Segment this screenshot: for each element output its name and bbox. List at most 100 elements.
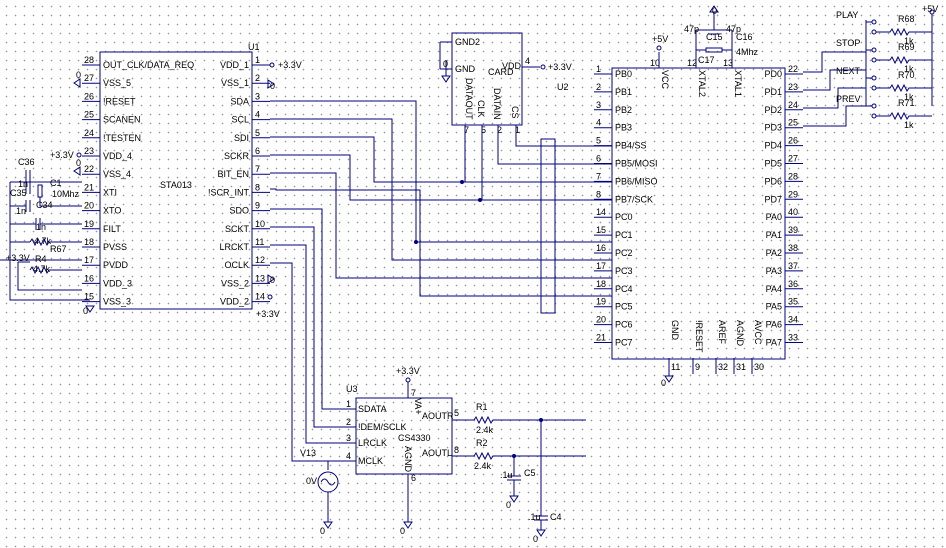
u3-gnd-label: 0 (400, 526, 405, 536)
r2-ref: R2 (476, 438, 488, 448)
u1-pin-13-name: VSS_2 (221, 278, 249, 288)
u2-pin-vdd: VDD (502, 61, 522, 71)
button-label-1: STOP (836, 38, 860, 48)
junction-sckr (478, 198, 482, 202)
u2-pin-clk: CLK (476, 100, 486, 118)
u1-pin-23-name: VDD_4 (103, 151, 132, 161)
button-vcc-rail: +5V (922, 4, 938, 14)
r67-resistor (29, 237, 82, 247)
wire-xto (39, 197, 82, 207)
u1-gnd-symbol (85, 305, 95, 313)
mcu-pin-34-num: 34 (788, 315, 798, 325)
wire-datain (497, 140, 612, 165)
u1-pin-4-num: 4 (255, 110, 260, 120)
wires: 0 V13 0V R1 2.4k R2 2.4k 0 .1u C5 0 .1u … (0, 4, 938, 544)
vdd2-rail: +3.3V (256, 309, 280, 319)
u2-pin-vdd-num: 4 (525, 56, 530, 66)
mcu-pin-8-num: 8 (596, 189, 601, 199)
u1-pin-1-name: VDD_1 (220, 60, 249, 70)
u1-pin-28-num: 28 (84, 55, 94, 65)
mcu-pin-27-name: PD5 (764, 159, 782, 169)
button-contact-b-3 (871, 113, 877, 119)
button-resistor-0 (876, 27, 932, 37)
u1-pin-1-num: 1 (255, 55, 260, 65)
mcu-pin-35-name: PA5 (766, 302, 782, 312)
mcu-pin-29-num: 29 (788, 189, 798, 199)
button-contact-b-1 (871, 57, 877, 63)
button-resistor-ref-2: R70 (898, 70, 915, 80)
u2-pin-datain: DATAIN (492, 88, 502, 120)
u2-gnd-label: 0 (443, 59, 448, 69)
u1-pin-14-num: 14 (255, 292, 265, 302)
u1-pin-9-name: SDO (229, 206, 249, 216)
mcu-bottom-pin-num-2: 32 (718, 362, 728, 372)
mcu-top-pin-num-2: 13 (723, 58, 733, 68)
r2-value: 2.4k (474, 461, 492, 471)
mcu-pin-1-name: PB0 (615, 69, 632, 79)
u1-pin-27-num: 27 (84, 73, 94, 83)
button-label-0: PLAY (836, 10, 858, 20)
button-resistor-ref-0: R68 (898, 14, 915, 24)
u1-pin-20-name: XTO (103, 206, 121, 216)
mcu-pin-36-num: 36 (788, 279, 798, 289)
mcu-pin-5-name: PB4/SS (615, 141, 647, 151)
button-contact-b-2 (871, 85, 877, 91)
mcu-bottom-pin-name-2: AREF (717, 320, 727, 345)
button-resistor-1 (876, 55, 932, 65)
wire-sdi (270, 136, 612, 183)
r67-ref: R67 (50, 244, 67, 254)
mcu-pin-6-name: PB5/MOSI (615, 159, 658, 169)
u1-pin-11-num: 11 (255, 237, 264, 247)
wire-biten (270, 172, 612, 279)
button-resistor-2 (876, 83, 932, 93)
crystal1-value: 10Mhz (52, 189, 80, 199)
u1-pin-12-num: 12 (255, 255, 265, 265)
u1-pin-14-name: VDD_2 (220, 297, 249, 307)
v13-gnd-label: 0 (320, 526, 325, 536)
u1-pin-25-name: SCANEN (103, 115, 141, 125)
mcu-pin-4-name: PB3 (615, 123, 632, 133)
mcu-pin-7-num: 7 (596, 171, 601, 181)
mcu-pin-23-num: 23 (788, 82, 798, 92)
c35-ref: C35 (10, 188, 27, 198)
crystal1-body (37, 184, 43, 198)
u1-pin-7-num: 7 (255, 164, 260, 174)
mcu-pin-18-num: 18 (596, 279, 606, 289)
wire-oclk (270, 262, 356, 462)
u3-gnd-symbol (403, 521, 413, 529)
wire-sckt (270, 226, 356, 428)
mcu-bottom-pin-num-0: 11 (671, 362, 680, 372)
mcu-pin-36-name: PA4 (766, 284, 782, 294)
u2-pin-dataout-num: 7 (464, 125, 469, 135)
c17-ref: C17 (698, 55, 715, 65)
button-resistor-value-1: 1k (904, 64, 914, 74)
u1-pin-15-num: 15 (84, 292, 94, 302)
c15-ref: C15 (706, 32, 723, 42)
button-contact-a-3 (871, 103, 877, 109)
u3-pin-4-num: 4 (346, 451, 351, 461)
mcu-pin-24-num: 24 (788, 100, 798, 110)
mcu-pin-25-name: PD3 (764, 123, 782, 133)
wire-scrint (270, 188, 612, 297)
vdd1-terminal (269, 62, 275, 68)
u1-ref: U1 (248, 42, 260, 52)
mcu-pin-14-num: 14 (596, 207, 606, 217)
u1-pin-8-name: !SCR_INT (208, 187, 250, 197)
mcu-pin-38-name: PA2 (766, 248, 782, 258)
u3-va-rail: +3.3V (396, 366, 420, 376)
junction-sdi (460, 180, 464, 184)
mcu-top-pin-name-0: VCC (660, 70, 670, 90)
c4-gnd-label: 0 (533, 534, 538, 544)
wire-pd2 (803, 87, 866, 109)
wire-sckr (270, 154, 612, 201)
u1-pin-8-num: 8 (255, 182, 260, 192)
u1-pin-24-name: !TESTEN (103, 133, 141, 143)
mcu-bottom-pin-num-1: 9 (695, 362, 700, 372)
wire-sda (270, 100, 612, 243)
button-contact-a-1 (871, 47, 877, 53)
v13-gnd-symbol (323, 521, 333, 529)
c4-value: .1u (528, 512, 541, 522)
